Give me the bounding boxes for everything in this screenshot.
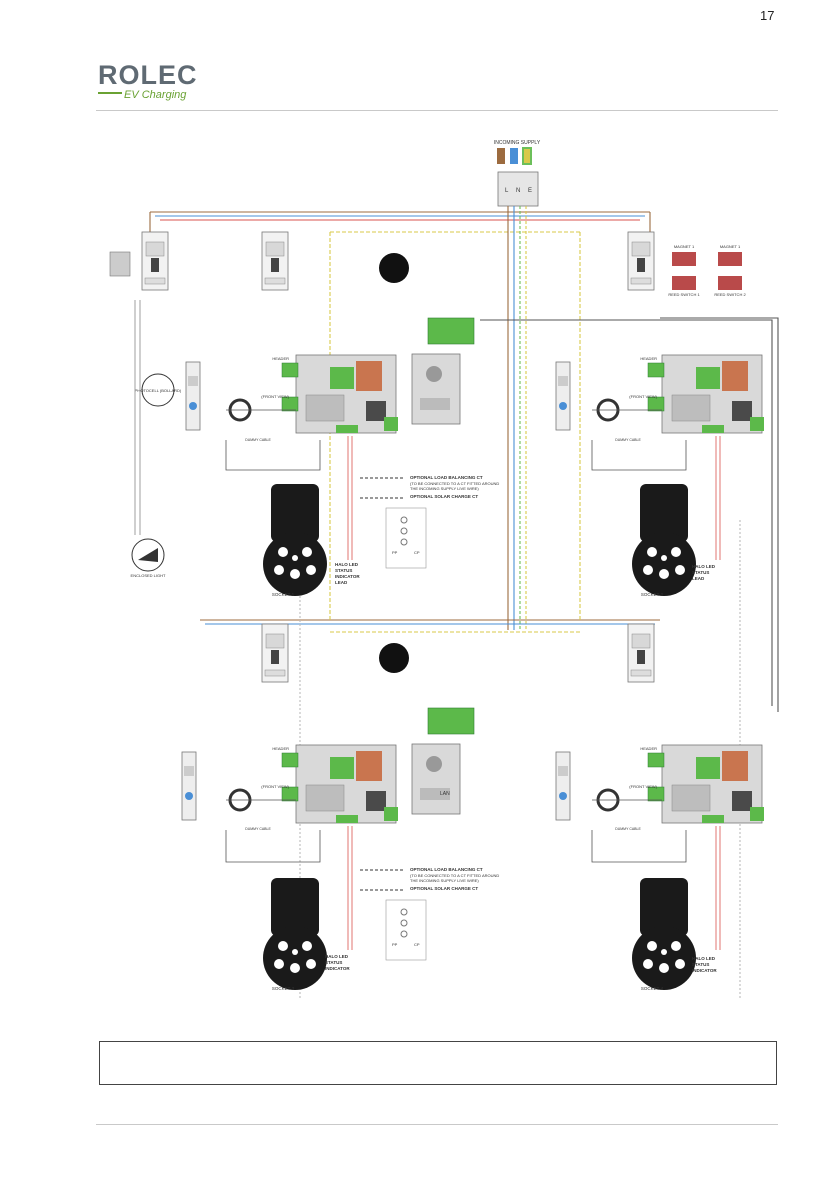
enclosed-light-label: ENCLOSED LIGHT [131,573,166,578]
header-label-3: HEADER [272,746,289,751]
reed-switches: MAGNET 1 REED SWITCH 1 MAGNET 1 REED SWI… [668,244,746,297]
halo-label-1: HALO LED [335,562,359,567]
note-box [99,1041,777,1085]
optional-ct-notes-top: OPTIONAL LOAD BALANCING CT (TO BE CONNEC… [360,475,499,569]
street-light-circuit: PHOTOCELL (BOLLARD) ENCLOSED LIGHT [109,231,182,578]
halo-label-1d: LEAD [335,580,348,585]
brand-subtitle: EV Charging [124,89,187,101]
incoming-supply-label: INCOMING SUPPLY [494,140,541,146]
charger-group-2: HEADER (FRONT VIEW) DUMMY CABLE SOCKET 2… [555,231,765,597]
socket-3-label: SOCKET 3 [272,986,295,991]
pp-label-top: PP [392,550,398,555]
reed-switch-1-label: REED SWITCH 1 [668,292,700,297]
optional-load-note2-bottom: THE INCOMING SUPPLY LIVE WIRE) [410,878,479,883]
optional-load-note1-bottom: (TO BE CONNECTED TO A CT FITTED AROUND [410,873,499,878]
optional-load-note1-top: (TO BE CONNECTED TO A CT FITTED AROUND [410,481,499,486]
header-front-3: (FRONT VIEW) [261,784,289,789]
charger-group-4: HEADER (FRONT VIEW) DUMMY CABLE SOCKET 4… [555,623,765,991]
header-front-1: (FRONT VIEW) [261,394,289,399]
halo-label-2c: LEAD [692,576,705,581]
terminal-n: N [516,188,520,194]
page-number: 17 [760,8,775,23]
dummy-cable-2: DUMMY CABLE [615,438,641,442]
optional-solar-bottom: OPTIONAL SOLAR CHARGE CT [410,886,478,891]
halo-label-4: HALO LED [692,956,716,961]
socket-4-label: SOCKET 4 [641,986,664,991]
rolec-logo: ROLEC EV Charging [98,60,198,101]
pp-label-bottom: PP [392,942,398,947]
halo-label-3b: STATUS [325,960,342,965]
magnet-2-label: MAGNET 1 [720,244,741,249]
header-label-2: HEADER [640,356,657,361]
header-front-2: (FRONT VIEW) [629,394,657,399]
terminal-e: E [528,188,532,194]
header-front-4: (FRONT VIEW) [629,784,657,789]
socket-1-label: SOCKET 1 [272,592,295,597]
header-rule [96,110,778,111]
socket-2-label: SOCKET 2 [641,592,664,597]
network-node-top [379,253,409,283]
terminal-block [497,171,539,207]
optional-load-top: OPTIONAL LOAD BALANCING CT [410,475,483,480]
footer-rule [96,1124,778,1125]
dummy-cable-4: DUMMY CABLE [615,827,641,831]
lan-label: LAN [440,791,450,797]
charger-group-3: HEADER (FRONT VIEW) DUMMY CABLE SOCKET 3… [181,623,399,991]
terminal-l: L [505,188,509,194]
reed-switch-2-label: REED SWITCH 2 [714,292,746,297]
magnet-1-label: MAGNET 1 [674,244,695,249]
halo-label-1b: STATUS [335,568,352,573]
header-label-1: HEADER [272,356,289,361]
optional-load-note2-top: THE INCOMING SUPPLY LIVE WIRE) [410,486,479,491]
dummy-cable-1: DUMMY CABLE [245,438,271,442]
halo-label-2: HALO LED [692,564,716,569]
charger-group-1: HEADER (FRONT VIEW) DUMMY CABLE SOCKET 1… [185,231,399,597]
header-label-4: HEADER [640,746,657,751]
halo-label-1c: INDICATOR [335,574,360,579]
brand-bar [98,92,122,94]
optional-load-bottom: OPTIONAL LOAD BALANCING CT [410,867,483,872]
incoming-supply: INCOMING SUPPLY L N E [494,140,541,207]
cp-label-top: CP [414,550,420,555]
optional-solar-top: OPTIONAL SOLAR CHARGE CT [410,494,478,499]
brand-name: ROLEC [98,60,198,90]
halo-label-2b: STATUS [692,570,709,575]
photocell-label: PHOTOCELL (BOLLARD) [135,388,182,393]
lan-module-top [411,317,475,425]
cp-label-bottom: CP [414,942,420,947]
optional-ct-notes-bottom: OPTIONAL LOAD BALANCING CT (TO BE CONNEC… [360,867,499,961]
halo-label-3: HALO LED [325,954,349,959]
halo-label-3c: INDICATOR [325,966,350,971]
network-node-bottom [379,643,409,673]
halo-label-4b: STATUS [692,962,709,967]
halo-label-4c: INDICATOR [692,968,717,973]
dummy-cable-3: DUMMY CABLE [245,827,271,831]
lan-module-bottom [411,707,475,815]
bus-wires [149,206,779,1000]
